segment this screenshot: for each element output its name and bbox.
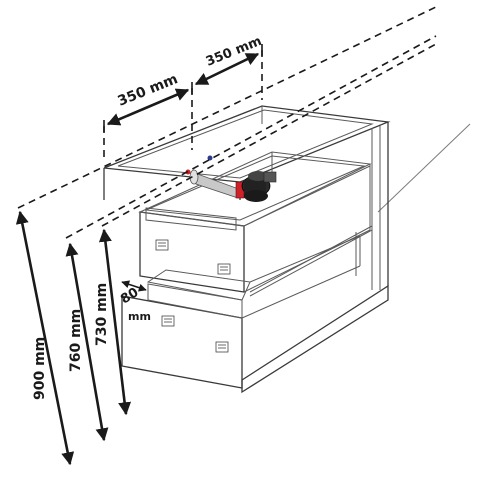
drawer-clip-left-lower [161, 315, 175, 327]
upper-drawer [138, 151, 372, 293]
width-dimension-right: 350 mm [194, 34, 264, 86]
vanity-cabinet [103, 105, 391, 394]
extension-lines [17, 5, 439, 239]
lower-drawer [121, 235, 361, 389]
width-left-label: 350 mm [116, 71, 181, 110]
height-dimension-total: 900 mm [15, 210, 75, 466]
height-dimension-inner: 730 mm [94, 228, 132, 416]
height-total-label: 900 mm [32, 337, 48, 400]
height-inner-label: 730 mm [94, 283, 110, 346]
wall-line [377, 123, 471, 213]
height-dimension-mid: 760 mm [65, 242, 109, 442]
width-dimension-left: 350 mm [103, 71, 193, 132]
drawer-gap-dimension: 80 mm [118, 280, 151, 323]
drawer-clip-right [217, 263, 231, 275]
siphon-trap [189, 169, 277, 202]
drawer-clip-left [155, 239, 169, 251]
cold-inlet-dot [207, 155, 213, 161]
height-mid-label: 760 mm [68, 309, 84, 372]
drawer-gap-unit: mm [128, 310, 151, 323]
drawer-clip-right-lower [215, 341, 229, 353]
